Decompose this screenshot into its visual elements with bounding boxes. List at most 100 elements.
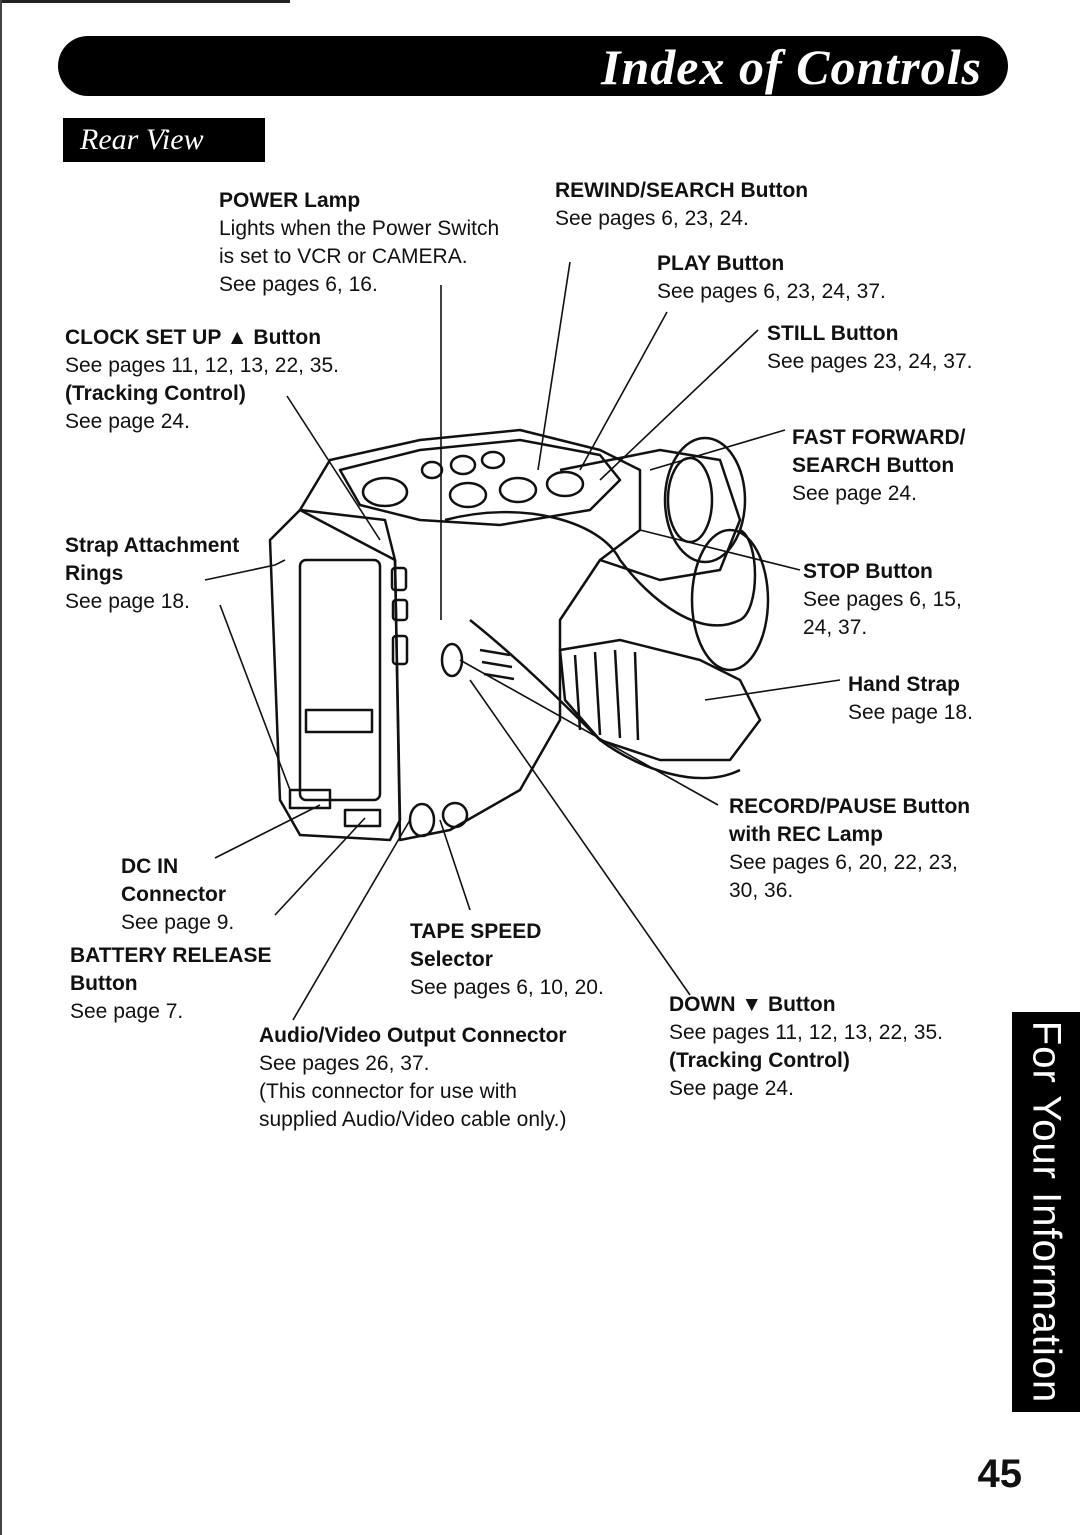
callout-line: See page 24. xyxy=(792,482,917,505)
dc-in-jack xyxy=(288,788,332,810)
side-jack xyxy=(391,598,409,622)
leader-hand-strap xyxy=(704,679,841,701)
play-key xyxy=(498,476,538,504)
leader-play xyxy=(579,311,668,471)
callout-title: DOWN ▼ Button xyxy=(669,993,836,1016)
hand-strap xyxy=(558,638,762,762)
callout-still: STILL Button See pages 23, 24, 37. xyxy=(767,320,973,376)
callout-dc-in: DC IN Connector See page 9. xyxy=(121,853,234,937)
top-rule xyxy=(0,0,290,3)
side-section-label: For Your Information xyxy=(1024,1020,1069,1404)
leader-av-output xyxy=(292,819,411,1021)
callout-line: See pages 6, 20, 22, 23, xyxy=(729,851,958,874)
leader-clock-set xyxy=(286,395,381,541)
battery-slot xyxy=(304,708,374,734)
battery-label-area xyxy=(298,558,382,802)
callout-line: See page 18. xyxy=(848,701,973,724)
control-button xyxy=(480,450,506,470)
title-banner: Index of Controls xyxy=(58,36,1008,96)
callout-line: 24, 37. xyxy=(803,616,868,639)
callout-hand-strap: Hand Strap See page 18. xyxy=(848,671,973,727)
left-rule xyxy=(0,0,2,1535)
grip-vents xyxy=(479,648,515,681)
lens-front xyxy=(690,528,770,672)
callout-line: See pages 6, 10, 20. xyxy=(410,976,604,999)
callout-title-2: Connector xyxy=(121,883,226,906)
camcorder-body xyxy=(268,428,770,842)
callout-line: See page 24. xyxy=(65,410,190,433)
leader-dc-in xyxy=(214,804,321,859)
callout-line: See pages 6, 23, 24, 37. xyxy=(657,280,886,303)
leader-record-pause xyxy=(459,659,719,806)
callout-strap-rings: Strap Attachment Rings See page 18. xyxy=(65,532,239,616)
callout-subtitle: (Tracking Control) xyxy=(65,382,246,405)
callout-line: (This connector for use with xyxy=(259,1080,517,1103)
side-section-tab: For Your Information xyxy=(1012,1012,1080,1412)
callout-line: See pages 26, 37. xyxy=(259,1052,430,1075)
callout-av-output: Audio/Video Output Connector See pages 2… xyxy=(259,1022,567,1134)
callout-title-2: SEARCH Button xyxy=(792,454,955,477)
hand-strap-ribs xyxy=(573,649,640,741)
callout-fast-forward: FAST FORWARD/ SEARCH Button See page 24. xyxy=(792,424,965,508)
callout-line: is set to VCR or CAMERA. xyxy=(219,245,468,268)
leader-battery-release xyxy=(274,817,366,916)
power-lamp-indicator xyxy=(420,460,444,480)
callout-line: See pages 6, 15, xyxy=(803,588,962,611)
leader-strap-rings xyxy=(204,564,276,581)
callout-line: See pages 6, 16. xyxy=(219,273,378,296)
callout-line: See pages 6, 23, 24. xyxy=(555,207,749,230)
section-heading-label: Rear View xyxy=(80,123,204,156)
callout-line: 30, 36. xyxy=(729,879,794,902)
callout-title: TAPE SPEED xyxy=(410,920,542,943)
grip-top xyxy=(444,510,757,627)
callout-subtitle: (Tracking Control) xyxy=(669,1049,850,1072)
callout-title-2: with REC Lamp xyxy=(729,823,884,846)
page-title: Index of Controls xyxy=(601,39,982,95)
leader-tape-speed xyxy=(439,819,471,911)
callout-title: STOP Button xyxy=(803,560,933,583)
callout-title: BATTERY RELEASE xyxy=(70,944,272,967)
callout-line: See pages 11, 12, 13, 22, 35. xyxy=(65,354,339,377)
page-number: 45 xyxy=(977,1452,1023,1496)
rewind-key xyxy=(448,481,488,509)
top-panel xyxy=(338,438,622,527)
leader-fast-forward xyxy=(649,429,786,471)
control-button xyxy=(449,454,477,476)
leader-stop xyxy=(639,529,801,571)
callout-title-2: Button xyxy=(70,972,138,995)
record-pause-button xyxy=(440,642,464,678)
leader-strap-lower xyxy=(219,604,291,791)
callout-title: STILL Button xyxy=(767,322,899,345)
callout-title: RECORD/PAUSE Button xyxy=(729,795,971,818)
callout-line: See page 18. xyxy=(65,590,190,613)
callout-title: PLAY Button xyxy=(657,252,785,275)
callout-title-2: Selector xyxy=(410,948,493,971)
callout-title: FAST FORWARD/ xyxy=(792,426,966,449)
tape-speed-switch xyxy=(391,634,409,666)
callout-title: DC IN xyxy=(121,855,179,878)
callout-line: See pages 23, 24, 37. xyxy=(767,350,973,373)
callout-title-2: Rings xyxy=(65,562,124,585)
section-heading: Rear View xyxy=(63,118,265,162)
callout-play: PLAY Button See pages 6, 23, 24, 37. xyxy=(657,250,886,306)
callout-title: REWIND/SEARCH Button xyxy=(555,179,809,202)
callout-line: supplied Audio/Video cable only.) xyxy=(259,1108,567,1131)
callout-title: Audio/Video Output Connector xyxy=(259,1024,567,1047)
leader-still xyxy=(599,329,759,481)
leader-strap-upper xyxy=(274,559,286,566)
callout-rewind-search: REWIND/SEARCH Button See pages 6, 23, 24… xyxy=(555,177,808,233)
callout-tape-speed: TAPE SPEED Selector See pages 6, 10, 20. xyxy=(410,918,604,1002)
top-dial xyxy=(361,476,409,508)
callout-line: See page 24. xyxy=(669,1077,794,1100)
callout-power-lamp: POWER Lamp Lights when the Power Switch … xyxy=(219,187,499,299)
leader-lines xyxy=(204,261,841,1021)
callout-title: Hand Strap xyxy=(848,673,961,696)
viewfinder-eyecup xyxy=(663,436,747,564)
leader-down xyxy=(469,679,691,996)
callout-down: DOWN ▼ Button See pages 11, 12, 13, 22, … xyxy=(669,991,943,1103)
callout-stop: STOP Button See pages 6, 15, 24, 37. xyxy=(803,558,962,642)
callout-title: CLOCK SET UP ▲ Button xyxy=(65,326,322,349)
av-output-jack xyxy=(408,802,436,838)
side-jack xyxy=(390,566,408,592)
